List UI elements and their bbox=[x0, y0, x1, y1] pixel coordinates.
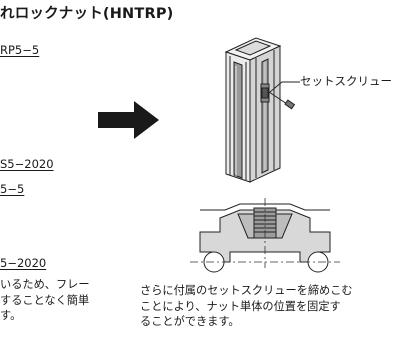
center-line bbox=[190, 198, 340, 268]
right-arrow-icon bbox=[98, 101, 159, 139]
aluminum-frame-illustration bbox=[224, 37, 282, 183]
section-title: れロックナット(HNTRP) bbox=[0, 6, 174, 22]
callout-leader-line bbox=[269, 81, 300, 93]
set-screw-icon bbox=[268, 91, 296, 110]
part-number-d: 5−2020 bbox=[0, 256, 47, 270]
description-line-3: ることができます。 bbox=[140, 315, 240, 328]
left-paragraph-line-1: いるため、フレー bbox=[0, 278, 90, 291]
set-screw-label: セットスクリュー bbox=[300, 74, 392, 88]
left-paragraph-line-3: す。 bbox=[0, 309, 22, 322]
description-line-1: さらに付属のセットスクリューを締めこむ bbox=[140, 284, 353, 297]
part-number-c: 5−5 bbox=[0, 182, 25, 196]
description-line-2: ことにより、ナット単体の位置を固定す bbox=[140, 299, 341, 313]
part-number-b: S5−2020 bbox=[0, 157, 54, 171]
part-number-a: RP5−5 bbox=[0, 43, 40, 57]
left-paragraph-line-2: することなく簡単 bbox=[0, 293, 90, 307]
